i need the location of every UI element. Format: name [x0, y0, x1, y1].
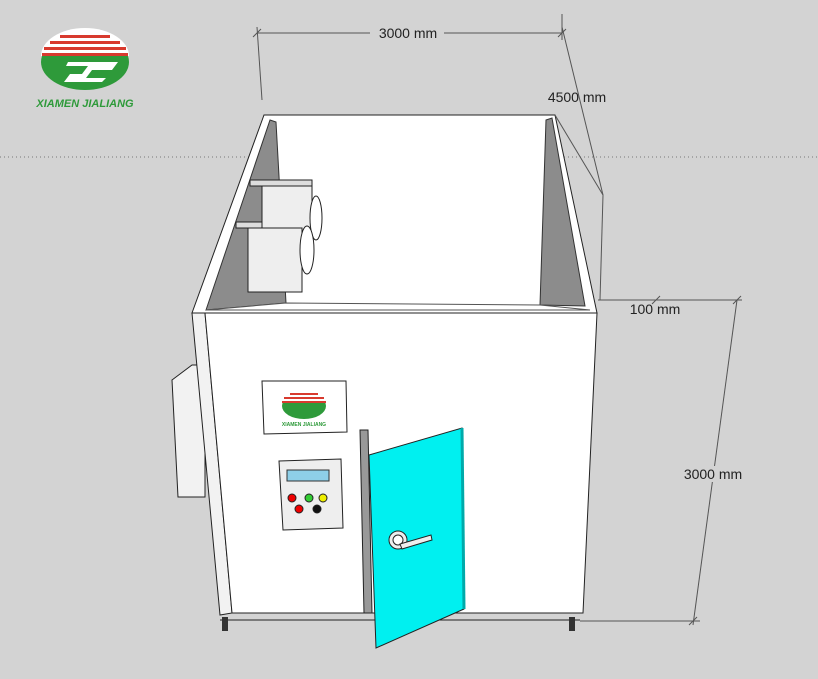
fan-icon [299, 225, 315, 275]
indicator-green [304, 493, 314, 503]
control-panel [278, 458, 344, 531]
logo-text: XIAMEN JIALIANG [35, 98, 134, 110]
sign-text: XIAMEN JIALIANG [282, 422, 326, 428]
door-edge [460, 427, 466, 610]
interior-right-wall [539, 117, 586, 307]
wall-thickness-dimension: 100 mm [630, 301, 681, 317]
logo-sign: XIAMEN JIALIANG [261, 380, 348, 435]
indicator-red [287, 493, 297, 503]
leg [222, 617, 228, 631]
width-dimension: 3000 mm [379, 25, 437, 41]
indicator-yellow [318, 493, 328, 503]
evaporator-unit [235, 179, 323, 293]
leg [569, 617, 575, 631]
door-opening [359, 429, 373, 614]
depth-dimension: 4500 mm [548, 89, 606, 105]
door[interactable] [368, 427, 465, 649]
company-logo: XIAMEN JIALIANG [35, 28, 134, 110]
fan-icon [309, 195, 323, 241]
dimension-lines [252, 14, 742, 626]
floor-edge [205, 302, 591, 311]
height-dimension: 3000 mm [684, 466, 742, 482]
start-button [312, 504, 322, 514]
door-handle[interactable] [388, 530, 433, 550]
stop-button [294, 504, 304, 514]
display-screen [286, 469, 330, 482]
